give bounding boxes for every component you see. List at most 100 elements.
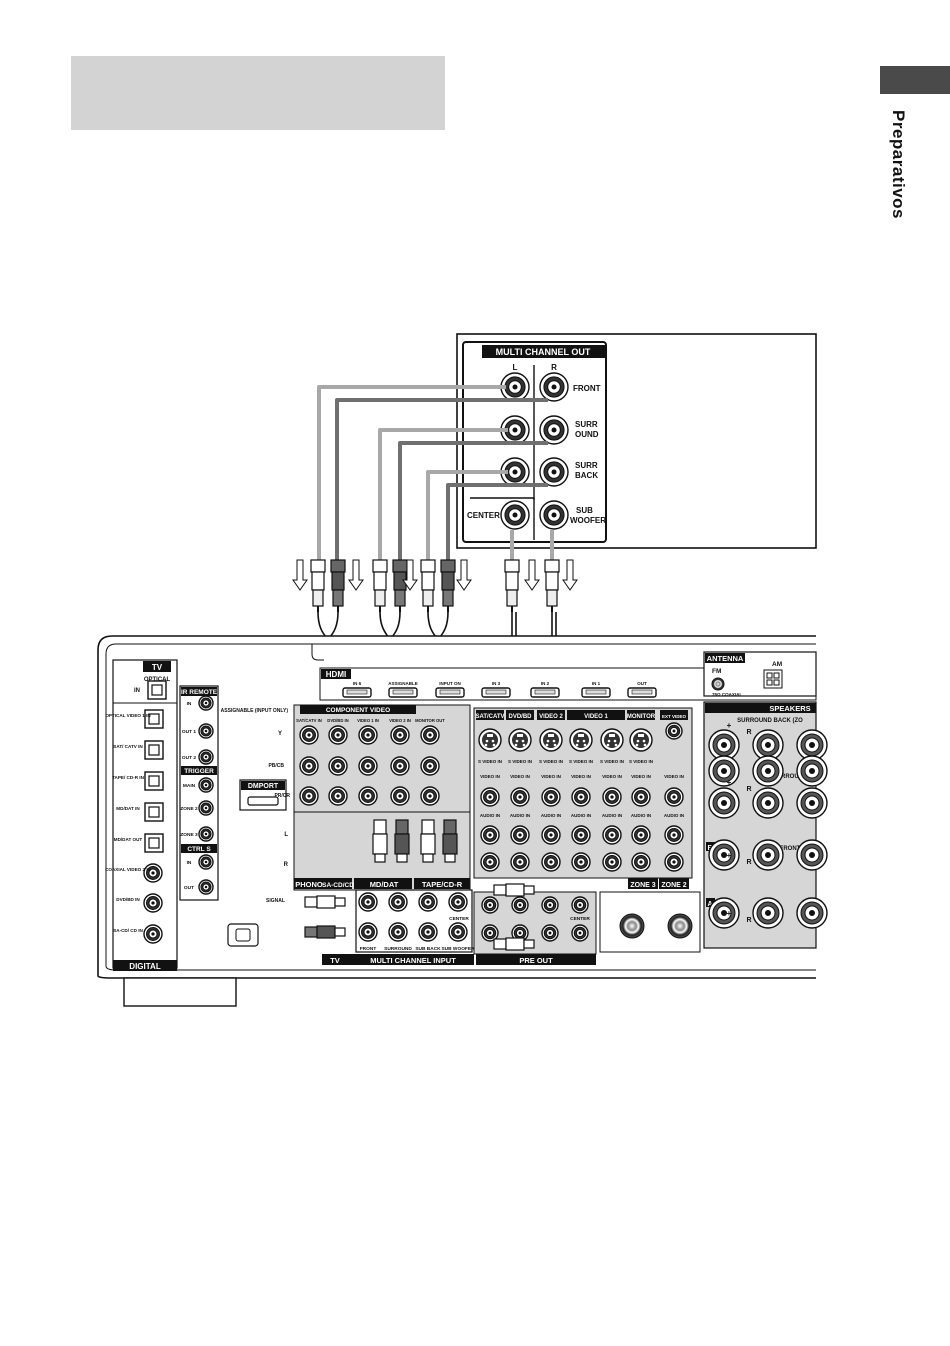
speaker-terminal-0-0 bbox=[708, 729, 740, 761]
component-jack-4-2 bbox=[420, 786, 440, 806]
hdmi-port-2 bbox=[435, 687, 465, 698]
hdmi-port-6 bbox=[627, 687, 657, 698]
component-y-label: Y bbox=[278, 731, 282, 737]
mci-subwoofer-label: SUB WOOFER bbox=[441, 946, 475, 952]
audio-in-jack-l-2 bbox=[541, 825, 561, 845]
center-label: CENTER bbox=[467, 511, 500, 520]
am-label: AM bbox=[772, 661, 782, 668]
control-jack-label-5: ZONE 3 bbox=[180, 832, 198, 838]
component-jack-1-1 bbox=[328, 756, 348, 776]
control-jack-label-3: MAIN bbox=[183, 783, 196, 789]
mci-jack-bottom-1 bbox=[388, 922, 408, 942]
direction-arrow-2 bbox=[402, 559, 418, 591]
component-video-panel bbox=[293, 704, 471, 818]
component-pr-label: PR/CR bbox=[274, 793, 290, 799]
video-section-label-5: EXT VIDEO bbox=[662, 714, 687, 719]
video-jack-0 bbox=[480, 787, 500, 807]
tv-bottom-label: TV bbox=[330, 956, 340, 965]
speaker-plus-label-2: + bbox=[727, 851, 732, 860]
audio-label-5: AUDIO IN bbox=[631, 813, 651, 818]
digital-input-label-0: OPTICAL VIDEO 1 IN bbox=[105, 713, 151, 718]
mddat-label: MD/DAT bbox=[370, 880, 399, 889]
control-jack-4 bbox=[198, 800, 214, 816]
video-label-4: VIDEO IN bbox=[602, 774, 622, 779]
component-pb-label: PB/CB bbox=[268, 763, 284, 769]
component-jack-0-0 bbox=[299, 725, 319, 745]
component-jack-4-0 bbox=[420, 725, 440, 745]
speaker-r-label-3: R bbox=[746, 917, 751, 924]
hdmi-port-label-0: IN 6 bbox=[353, 681, 362, 686]
digital-input-label-5: COAXIAL VIDEO 2 IN bbox=[105, 867, 152, 872]
mci-jack-top-0 bbox=[358, 892, 378, 912]
audio-in-jack-l-5 bbox=[631, 825, 651, 845]
top-plug-5 bbox=[440, 559, 456, 612]
component-col-label-1: DVD/BD IN bbox=[327, 718, 348, 723]
svideo-label-3: S VIDEO IN bbox=[569, 759, 593, 764]
pre-out-label: PRE OUT bbox=[519, 956, 553, 965]
audio-in-jack-r-2 bbox=[541, 852, 561, 872]
direction-arrow-0 bbox=[292, 559, 308, 591]
rca-plugs-top bbox=[292, 559, 578, 612]
direction-arrow-3 bbox=[456, 559, 472, 591]
assignable-label: ASSIGNABLE (INPUT ONLY) bbox=[221, 708, 289, 714]
chapter-label: Preparativos bbox=[889, 110, 908, 219]
source-jack-5 bbox=[539, 457, 569, 487]
s-video-jack-1 bbox=[508, 728, 532, 752]
video-jack-2 bbox=[541, 787, 561, 807]
optical-in-label: IN bbox=[134, 688, 140, 694]
audio-in-jack-l-0 bbox=[480, 825, 500, 845]
svideo-label-5: S VIDEO IN bbox=[629, 759, 653, 764]
video-section-label-0: SAT/CATV bbox=[475, 714, 504, 720]
control-jack-5 bbox=[198, 826, 214, 842]
receiver-plug-front-l bbox=[372, 819, 388, 863]
optical-label: OPTICAL bbox=[144, 677, 171, 683]
audio-in-jack-l-1 bbox=[510, 825, 530, 845]
dmport-label: DMPORT bbox=[248, 783, 279, 790]
audio-in-jack-l-4 bbox=[602, 825, 622, 845]
top-plug-4 bbox=[420, 559, 436, 612]
audio-in-jack-r-4 bbox=[602, 852, 622, 872]
hdmi-port-4 bbox=[530, 687, 560, 698]
hdmi-port-label-1: ASSIGNABLE bbox=[388, 681, 418, 686]
hdmi-port-0 bbox=[342, 687, 372, 698]
control-jack-label-4: ZONE 2 bbox=[180, 806, 198, 812]
speaker-terminal-1-2 bbox=[796, 755, 828, 787]
hdmi-label: HDMI bbox=[326, 670, 346, 679]
multi-channel-input-label: MULTI CHANNEL INPUT bbox=[370, 956, 456, 965]
s-video-jack-0 bbox=[478, 728, 502, 752]
s-video-jack-4 bbox=[600, 728, 624, 752]
speaker-terminal-4-2 bbox=[796, 897, 828, 929]
speaker-plus-label-0: + bbox=[727, 721, 732, 730]
audio-in-jack-r-6 bbox=[664, 852, 684, 872]
hdmi-port-1 bbox=[388, 687, 418, 698]
component-jack-2-2 bbox=[358, 786, 378, 806]
surround-back-label-2: BACK bbox=[575, 471, 598, 480]
s-video-jack-5 bbox=[629, 728, 653, 752]
preout-jack-top-1 bbox=[511, 896, 529, 914]
speaker-terminal-3-0 bbox=[708, 839, 740, 871]
section-title-box bbox=[71, 56, 445, 130]
mci-jack-bottom-3 bbox=[448, 922, 468, 942]
video-section-label-1: DVD/BD bbox=[508, 714, 532, 720]
source-jack-1 bbox=[539, 372, 569, 402]
speaker-terminal-2-0 bbox=[708, 787, 740, 819]
antenna-label: ANTENNA bbox=[707, 654, 744, 663]
audio-label-1: AUDIO IN bbox=[510, 813, 530, 818]
svideo-label-1: S VIDEO IN bbox=[508, 759, 532, 764]
component-jack-4-1 bbox=[420, 756, 440, 776]
svideo-label-0: S VIDEO IN bbox=[478, 759, 502, 764]
speaker-terminal-0-1 bbox=[752, 729, 784, 761]
hdmi-port-label-5: IN 1 bbox=[592, 681, 601, 686]
coaxial-jack-7 bbox=[143, 924, 163, 944]
source-jack-7 bbox=[539, 500, 569, 530]
control-jack-2 bbox=[198, 749, 214, 765]
control-jack-6 bbox=[198, 854, 214, 870]
audio-in-jack-l-3 bbox=[571, 825, 591, 845]
source-jack-6 bbox=[500, 500, 530, 530]
hdmi-port-label-2: INPUT ON bbox=[439, 681, 461, 686]
receiver-plug-surround-l bbox=[420, 819, 436, 863]
video-jack-6 bbox=[664, 787, 684, 807]
left-column-label: L bbox=[513, 363, 518, 372]
mci-jack-top-3 bbox=[448, 892, 468, 912]
